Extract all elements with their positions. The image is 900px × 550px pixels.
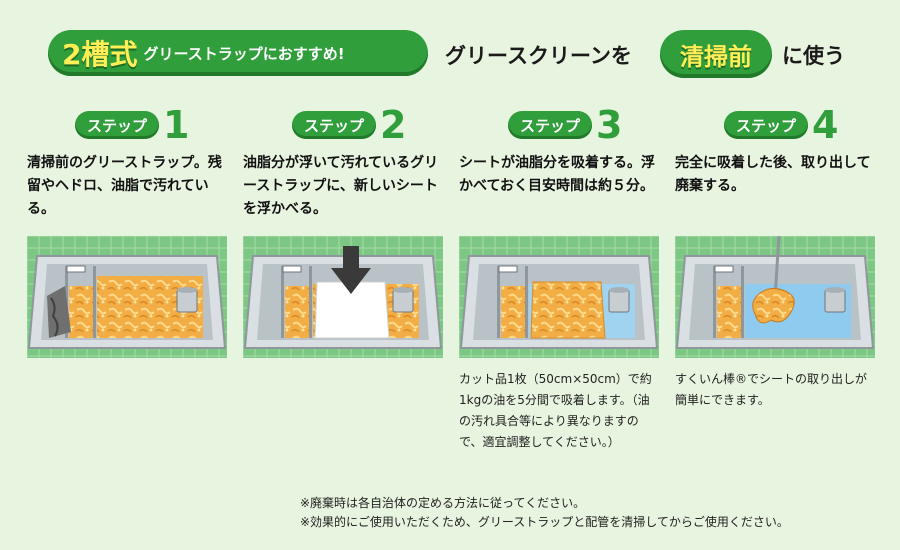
header-title-part1: グリースクリーンを — [445, 44, 632, 68]
header-pill: 2槽式 グリーストラップにおすすめ! — [48, 30, 428, 76]
step-3-illustration — [459, 236, 659, 358]
step-1-illustration — [27, 236, 227, 358]
step-3-header: ステップ 3 — [508, 104, 622, 146]
step-3-note: カット品1枚（50cm×50cm）で約1kgの油を5分間で吸着します。（油の汚れ… — [459, 372, 652, 449]
step-4-number: 4 — [812, 103, 839, 147]
header-badge: 清掃前 — [660, 30, 772, 78]
step-1-description: 清掃前のグリーストラップ。残留やヘドロ、油脂で汚れている。 — [27, 155, 222, 217]
step-3-label: ステップ — [508, 111, 593, 139]
step-4-note: すくいん棒®でシートの取り出しが簡単にできます。 — [675, 372, 868, 407]
step-4-description: 完全に吸着した後、取り出して廃棄する。 — [675, 155, 871, 194]
step-3-number: 3 — [596, 103, 623, 147]
step-4-header: ステップ 4 — [724, 104, 838, 146]
step-2-illustration — [243, 236, 443, 358]
step-1-number: 1 — [163, 103, 190, 147]
footer-note-1: ※廃棄時は各自治体の定める方法に従ってください。 — [300, 496, 586, 510]
step-2-description: 油脂分が浮いて汚れているグリーストラップに、新しいシートを浮かべる。 — [243, 155, 439, 217]
step-1-header: ステップ 1 — [75, 104, 189, 146]
footer-note-2: ※効果的にご使用いただくため、グリーストラップと配管を清掃してからご使用ください… — [300, 515, 789, 529]
step-4-label: ステップ — [724, 111, 809, 139]
header-pill-big: 2槽式 — [62, 38, 138, 71]
step-2-label: ステップ — [292, 111, 377, 139]
step-2-number: 2 — [380, 103, 407, 147]
step-3-description: シートが油脂分を吸着する。浮かべておく目安時間は約５分。 — [459, 155, 655, 194]
header-pill-small: グリーストラップにおすすめ! — [143, 44, 345, 63]
step-1-label: ステップ — [75, 111, 160, 139]
step-4-illustration — [675, 236, 875, 358]
header-title-part2: に使う — [782, 44, 845, 68]
step-2-header: ステップ 2 — [292, 104, 406, 146]
